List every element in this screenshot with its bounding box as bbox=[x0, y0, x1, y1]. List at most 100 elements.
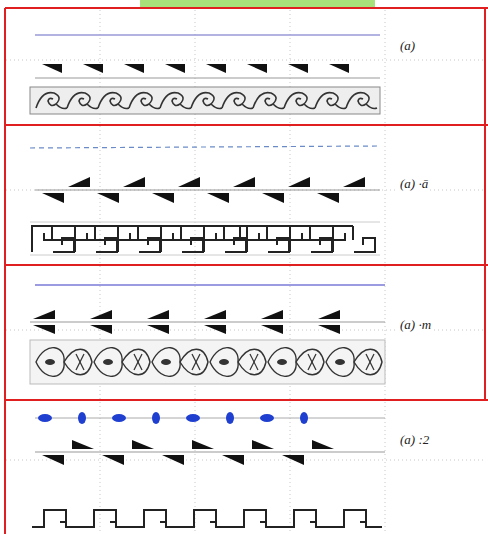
ornament-stroke bbox=[366, 354, 374, 370]
triangle-motif bbox=[312, 440, 334, 449]
triangle-motif bbox=[42, 193, 64, 203]
ornament-stroke bbox=[250, 354, 258, 370]
ornament-stroke bbox=[308, 354, 316, 370]
triangle-motif bbox=[72, 440, 94, 449]
triangle-motif bbox=[247, 64, 267, 73]
ornament-dot bbox=[335, 359, 345, 365]
base-line bbox=[30, 322, 385, 323]
meander-key bbox=[332, 510, 382, 527]
triangle-motif bbox=[147, 325, 169, 334]
leaf-ornament bbox=[238, 349, 266, 375]
triangle-motif bbox=[152, 193, 174, 203]
base-line bbox=[35, 78, 380, 79]
leaf-ornament bbox=[180, 349, 208, 375]
ornament-stroke bbox=[308, 354, 316, 370]
meander-key bbox=[82, 510, 132, 527]
ornament-stroke bbox=[76, 354, 84, 370]
triangle-motif bbox=[132, 440, 154, 449]
operation-label: (a) ·ā bbox=[398, 176, 430, 192]
axis-dot bbox=[186, 414, 200, 422]
triangle-motif bbox=[33, 325, 55, 334]
operation-label: (a) ·m bbox=[398, 317, 433, 333]
meander-key bbox=[32, 510, 82, 527]
green-bar bbox=[140, 0, 375, 8]
meander-key bbox=[232, 510, 282, 527]
operation-label: (a) bbox=[398, 38, 417, 54]
triangle-motif bbox=[33, 310, 55, 319]
ornament-dot bbox=[161, 359, 171, 365]
ornament-dot bbox=[277, 359, 287, 365]
triangle-motif bbox=[282, 455, 304, 465]
leaf-ornament bbox=[122, 349, 150, 375]
triangle-motif bbox=[42, 64, 62, 73]
triangle-motif bbox=[68, 177, 90, 187]
wave-spiral bbox=[129, 93, 160, 109]
ornament-dot bbox=[45, 359, 55, 365]
grid-line bbox=[6, 60, 484, 61]
ornament-stroke bbox=[192, 354, 200, 370]
triangle-motif bbox=[207, 193, 229, 203]
meander-key bbox=[240, 226, 375, 252]
grid-line bbox=[385, 10, 386, 534]
wave-spiral bbox=[36, 93, 67, 109]
axis-line bbox=[35, 34, 380, 36]
triangle-motif bbox=[102, 455, 124, 465]
meander-key bbox=[182, 510, 232, 527]
ornament-stroke bbox=[192, 354, 200, 370]
axis-line bbox=[35, 418, 385, 419]
axis-dot bbox=[112, 414, 126, 422]
triangle-motif bbox=[252, 440, 274, 449]
axis-line bbox=[35, 284, 385, 286]
ornament-stroke bbox=[366, 354, 374, 370]
leaf-ornament bbox=[326, 348, 354, 377]
ornament-dot bbox=[219, 359, 229, 365]
triangle-motif bbox=[329, 64, 349, 73]
triangle-motif bbox=[233, 177, 255, 187]
band-edge bbox=[30, 255, 380, 256]
wave-spiral bbox=[315, 93, 346, 109]
wave-spiral bbox=[98, 93, 129, 109]
band-edge bbox=[30, 222, 380, 223]
axis-dot bbox=[38, 414, 52, 422]
wave-band bbox=[30, 87, 380, 114]
meander-key bbox=[132, 510, 182, 527]
triangle-motif bbox=[261, 325, 283, 334]
leaf-ornament bbox=[36, 348, 64, 377]
triangle-motif bbox=[318, 310, 340, 319]
wave-spiral bbox=[222, 93, 253, 109]
leaf-ornament bbox=[354, 349, 382, 375]
triangle-motif bbox=[147, 310, 169, 319]
grid-line bbox=[6, 460, 484, 461]
wave-spiral bbox=[191, 93, 222, 109]
triangle-motif bbox=[83, 64, 103, 73]
triangle-motif bbox=[204, 325, 226, 334]
triangle-motif bbox=[288, 177, 310, 187]
leaf-ornament bbox=[296, 349, 324, 375]
panel-frame bbox=[5, 8, 488, 534]
triangle-motif bbox=[90, 310, 112, 319]
leaf-ornament bbox=[152, 348, 180, 377]
operation-label: (a) :2 bbox=[398, 432, 431, 448]
triangle-motif bbox=[318, 325, 340, 334]
leaf-ornament bbox=[210, 348, 238, 377]
axis-dot bbox=[300, 412, 308, 424]
triangle-motif bbox=[162, 455, 184, 465]
axis-dot bbox=[78, 412, 86, 424]
ornament-stroke bbox=[134, 354, 142, 370]
wave-spiral bbox=[284, 93, 315, 109]
base-line bbox=[35, 452, 385, 453]
triangle-motif bbox=[178, 177, 200, 187]
axis-dot bbox=[260, 414, 274, 422]
triangle-motif bbox=[222, 455, 244, 465]
triangle-motif bbox=[123, 177, 145, 187]
triangle-motif bbox=[165, 64, 185, 73]
triangle-motif bbox=[343, 177, 365, 187]
ornament-dot bbox=[103, 359, 113, 365]
axis-dot bbox=[152, 412, 160, 424]
leaf-ornament bbox=[94, 348, 122, 377]
ornament-stroke bbox=[76, 354, 84, 370]
axis-dot bbox=[226, 412, 234, 424]
triangle-motif bbox=[42, 455, 64, 465]
leaf-ornament bbox=[64, 349, 92, 375]
